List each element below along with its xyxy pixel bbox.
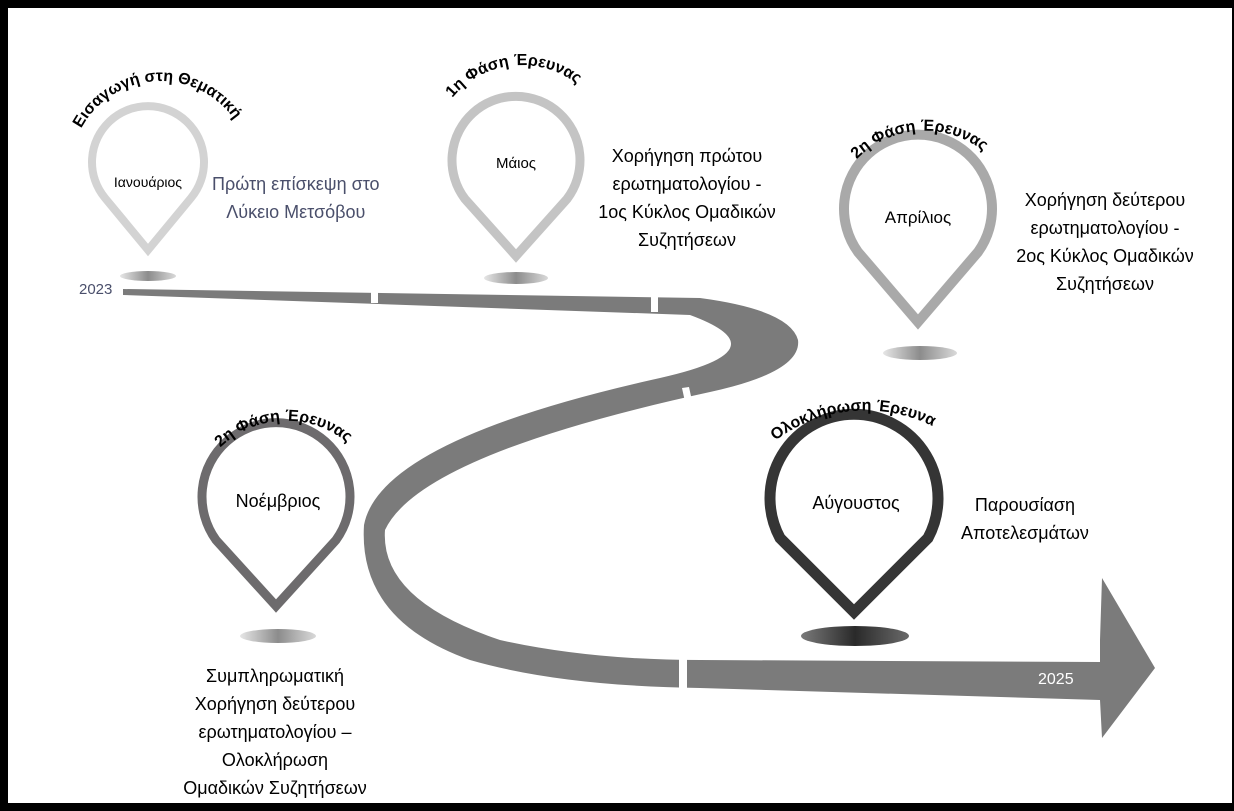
- milestone-description: Πρώτη επίσκεψη στο Λύκειο Μετσόβου: [212, 174, 380, 222]
- milestone-description: Συμπληρωματική Χορήγηση δεύτερου ερωτημα…: [183, 666, 367, 798]
- road-gap: [651, 290, 658, 312]
- month-label: Νοέμβριος: [235, 491, 321, 511]
- location-pin-icon: [839, 129, 997, 330]
- pin-shadow: [883, 346, 957, 360]
- location-pin-icon: [764, 408, 944, 620]
- phase-title: Εισαγωγή στη Θεματική: [70, 68, 245, 131]
- location-pin-icon: [447, 91, 585, 263]
- month-label: Ιανουάριος: [113, 174, 183, 190]
- road-gap: [371, 285, 378, 303]
- milestone-description: Παρουσίαση Αποτελεσμάτων: [961, 495, 1089, 543]
- timeline-road: [123, 289, 1155, 738]
- milestone-description: Χορήγηση δεύτερου ερωτηματολογίου - 2ος …: [1016, 190, 1194, 294]
- month-label: Αύγουστος: [812, 493, 900, 513]
- month-label: Απρίλιος: [884, 208, 952, 227]
- road-gap: [682, 387, 694, 411]
- location-pin-icon: [197, 418, 355, 613]
- year-label-2023: 2023: [79, 281, 112, 298]
- pin-shadow: [801, 626, 909, 646]
- milestone-description: Χορήγηση πρώτου ερωτηματολογίου - 1ος Κύ…: [598, 146, 776, 250]
- year-label-2025: 2025: [1038, 671, 1074, 688]
- pin-shadow: [120, 271, 176, 281]
- pin-shadow: [240, 629, 316, 643]
- location-pin-icon: [88, 102, 208, 257]
- road-gap: [679, 640, 687, 692]
- month-label: Μάιος: [495, 155, 537, 172]
- pin-shadow: [484, 272, 548, 284]
